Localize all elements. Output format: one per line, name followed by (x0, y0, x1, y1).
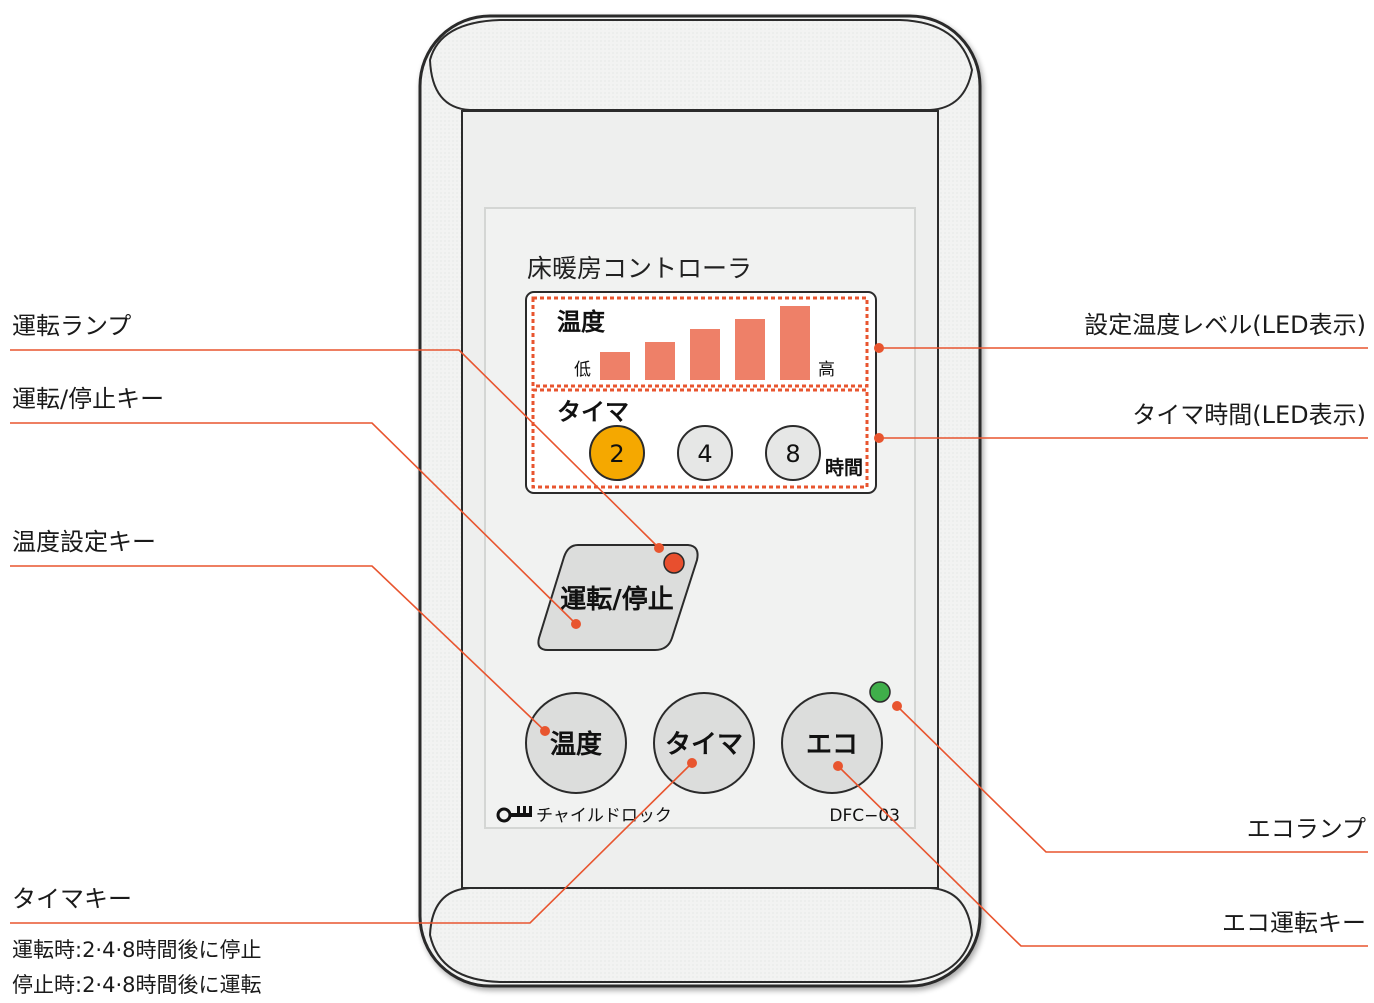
callout-run-stop-key: 運転/停止キー (12, 385, 165, 413)
timer-led-2-label: 2 (609, 440, 624, 468)
timer-led-label: タイマ (557, 398, 629, 426)
callout-lines (10, 347, 1368, 947)
timer-led-4-circle (677, 425, 733, 481)
timer-led-8-label: 8 (785, 440, 800, 468)
callout-run-lamp: 運転ランプ (12, 312, 132, 340)
led-bar-2 (645, 342, 675, 380)
child-lock-label: チャイルドロック (536, 806, 672, 826)
temperature-button-label: 温度 (550, 729, 602, 760)
model-number: DFC−03 (829, 806, 900, 826)
timer-led-2-circle (589, 425, 645, 481)
leader-run-lamp (10, 349, 660, 549)
temperature-led-label: 温度 (557, 308, 606, 336)
temperature-low-label: 低 (574, 360, 591, 380)
run-stop-button-label: 運転/停止 (560, 584, 674, 615)
leader-timer-key (10, 762, 693, 924)
leader-temp-key (10, 565, 546, 732)
leader-eco-key (837, 765, 1368, 947)
temperature-button[interactable]: 温度 (525, 692, 627, 794)
timer-button-circle[interactable] (653, 692, 755, 794)
callout-eco-lamp: エコランプ (1246, 815, 1366, 843)
temperature-led-region (531, 296, 869, 388)
led-bar-5 (780, 306, 810, 380)
led-bar-4 (735, 319, 765, 380)
timer-led-region (531, 388, 869, 489)
run-lamp (663, 552, 685, 574)
key-icon (496, 806, 532, 823)
timer-led-8: 8 (765, 425, 821, 481)
timer-led-2: 2 (589, 425, 645, 481)
temperature-led-bars (600, 306, 810, 380)
eco-button[interactable]: エコ (781, 692, 883, 794)
led-bar-3 (690, 329, 720, 380)
temperature-button-circle[interactable] (525, 692, 627, 794)
timer-note-running: 運転時:2·4·8時間後に停止 (12, 938, 262, 962)
led-bar-1 (600, 352, 630, 380)
callout-eco-key: エコ運転キー (1222, 909, 1366, 937)
timer-led-8-circle (765, 425, 821, 481)
eco-button-label: エコ (806, 730, 858, 760)
callout-timer-key: タイマキー (12, 885, 132, 913)
temperature-high-label: 高 (818, 360, 835, 380)
timer-note-stopped: 停止時:2·4·8時間後に運転 (12, 973, 262, 997)
callout-dots (540, 343, 902, 771)
device-title: 床暖房コントローラ (527, 254, 752, 283)
timer-unit-label: 時間 (825, 457, 863, 479)
timer-button[interactable]: タイマ (653, 692, 755, 794)
eco-lamp (869, 681, 891, 703)
eco-button-circle[interactable] (781, 692, 883, 794)
timer-button-label: タイマ (665, 730, 743, 760)
timer-led-4-label: 4 (697, 440, 712, 468)
callout-timer-time: タイマ時間(LED表示) (1132, 401, 1366, 429)
callout-temp-key: 温度設定キー (12, 528, 156, 556)
callout-temp-level: 設定温度レベル(LED表示) (1084, 311, 1366, 339)
timer-led-4: 4 (677, 425, 733, 481)
leader-run-stop-key (10, 422, 577, 625)
leader-eco-lamp (896, 705, 1368, 853)
